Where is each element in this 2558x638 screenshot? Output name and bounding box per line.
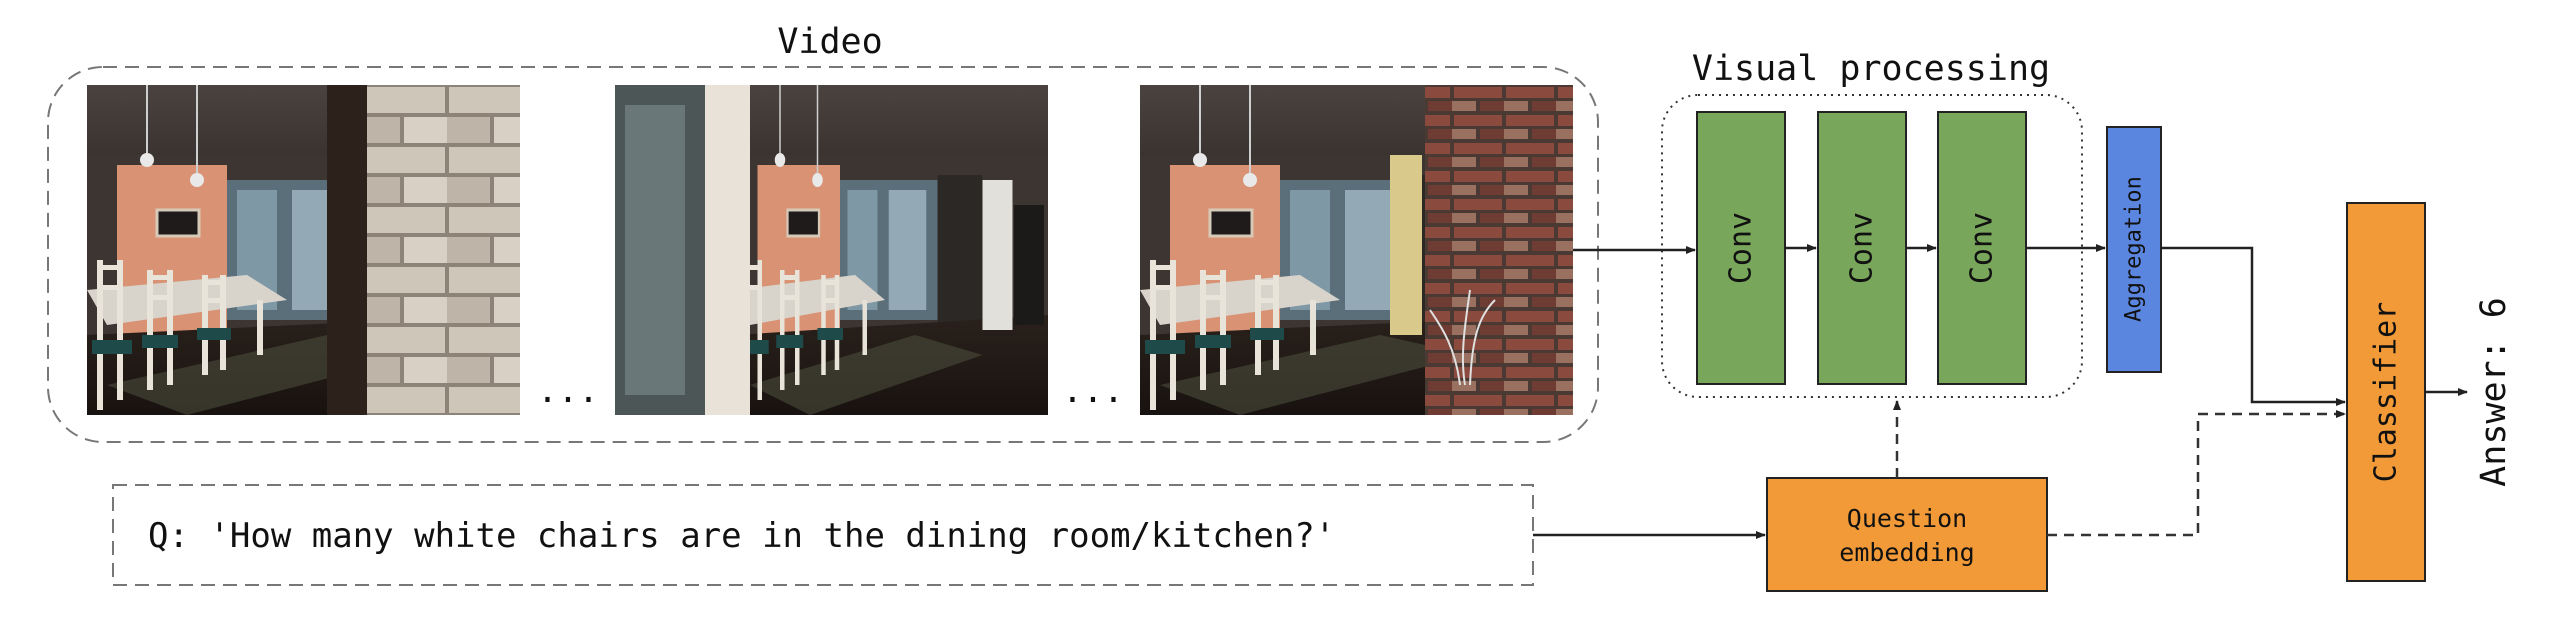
question-embedding-line-1: Question: [1847, 504, 1967, 533]
video-frame-2: [615, 85, 1048, 415]
conv-block-1: Conv: [1696, 111, 1786, 385]
visual-processing-label: Visual processing: [1692, 49, 2050, 89]
conv-block-3: Conv: [1937, 111, 2027, 385]
visual-processing-container: [1661, 94, 2083, 398]
question-embedding-block: Question embedding: [1766, 477, 2048, 592]
conv-block-2: Conv: [1817, 111, 1907, 385]
aggregation-block: Aggregation: [2106, 126, 2162, 373]
conv-block-2-label: Conv: [1845, 212, 1880, 284]
conv-block-1-label: Conv: [1724, 212, 1759, 284]
question-embedding-line-2: embedding: [1839, 538, 1974, 567]
frame-ellipsis-1: ...: [537, 371, 598, 411]
video-container: [47, 66, 1599, 443]
dashed-connectors: [1893, 400, 2346, 537]
video-label: Video: [777, 22, 882, 62]
frame-ellipsis-2: ...: [1062, 371, 1123, 411]
question-text: Q: 'How many white chairs are in the din…: [148, 516, 1335, 556]
arrow-aggregation-to-classifier: [2161, 246, 2346, 406]
classifier-block: Classifier: [2346, 202, 2426, 582]
conv-block-3-label: Conv: [1965, 212, 2000, 284]
video-frame-3: [1140, 85, 1573, 415]
aggregation-label: Aggregation: [2122, 176, 2147, 322]
arrow-embedding-to-classifier: [2047, 410, 2346, 537]
answer-text: Answer: 6: [2474, 297, 2514, 487]
question-box: [112, 484, 1534, 586]
connectors: [1533, 244, 2468, 539]
classifier-label: Classifier: [2369, 302, 2404, 483]
video-frame-1: [87, 85, 520, 415]
